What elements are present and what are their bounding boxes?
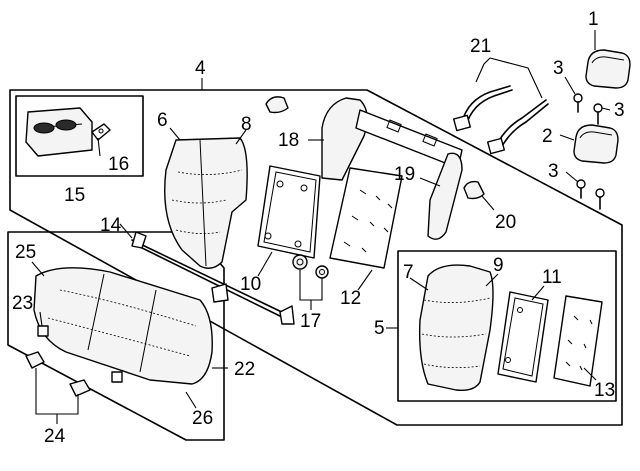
callout-14: 14: [100, 215, 122, 236]
trim-18: [321, 97, 368, 181]
pad-12: [329, 167, 403, 269]
callout-25: 25: [15, 242, 36, 263]
clip-20: [463, 180, 485, 200]
group-4-outline: [9, 89, 623, 426]
callout-9: 9: [493, 255, 504, 276]
pad-13: [553, 295, 603, 387]
callout-18: 18: [278, 130, 299, 151]
headrest-1: [585, 49, 631, 89]
clip-23: [37, 325, 123, 383]
callout-5: 5: [374, 318, 385, 339]
screw-3d: [595, 188, 605, 210]
callout-24: 24: [44, 426, 66, 447]
callout-22: 22: [234, 359, 255, 380]
callout-8: 8: [241, 114, 252, 135]
callout-3c: 3: [548, 161, 559, 182]
seatback-6-8: [164, 137, 248, 269]
screw-3a: [573, 93, 583, 113]
bolster-19: [427, 152, 463, 240]
callout-13: 13: [594, 380, 615, 401]
callout-20: 20: [495, 212, 516, 233]
callout-6: 6: [157, 110, 168, 131]
bracket-16: [91, 123, 111, 141]
callout-2: 2: [542, 126, 553, 147]
callout-19: 19: [394, 164, 415, 185]
callout-23: 23: [12, 293, 33, 314]
group-15-box: [15, 95, 144, 177]
callout-7: 7: [403, 262, 414, 283]
callout-21: 21: [470, 36, 491, 57]
frame-11: [497, 291, 549, 383]
cushion-25-26: [33, 267, 213, 385]
leader-lines: [31, 30, 611, 424]
callout-3b: 3: [614, 100, 625, 121]
screw-3c: [576, 179, 586, 199]
headrest-2: [573, 124, 619, 164]
callout-15: 15: [64, 185, 85, 206]
callout-10: 10: [240, 274, 261, 295]
callout-1: 1: [588, 9, 599, 30]
callout-4: 4: [195, 58, 206, 79]
group-5-box: [397, 250, 617, 402]
rod-14: [131, 231, 295, 325]
callout-11: 11: [542, 267, 562, 288]
callout-26: 26: [192, 408, 213, 429]
screw-3b: [593, 103, 603, 125]
frame-10: [257, 165, 321, 259]
callout-12: 12: [340, 288, 361, 309]
seatback-7-9: [419, 264, 494, 392]
trim-cap: [265, 96, 289, 114]
callout-16: 16: [108, 154, 129, 175]
callout-labels: 1 2 3 3 3 4 5 6 7 8 9 10 11 12 13 14 15 …: [12, 9, 625, 447]
callout-3a: 3: [553, 58, 564, 79]
callout-17: 17: [300, 311, 321, 332]
armrest-15: [25, 107, 93, 157]
bracket-21: [452, 85, 549, 155]
clip-24: [25, 351, 91, 397]
latch-17: [292, 254, 329, 279]
